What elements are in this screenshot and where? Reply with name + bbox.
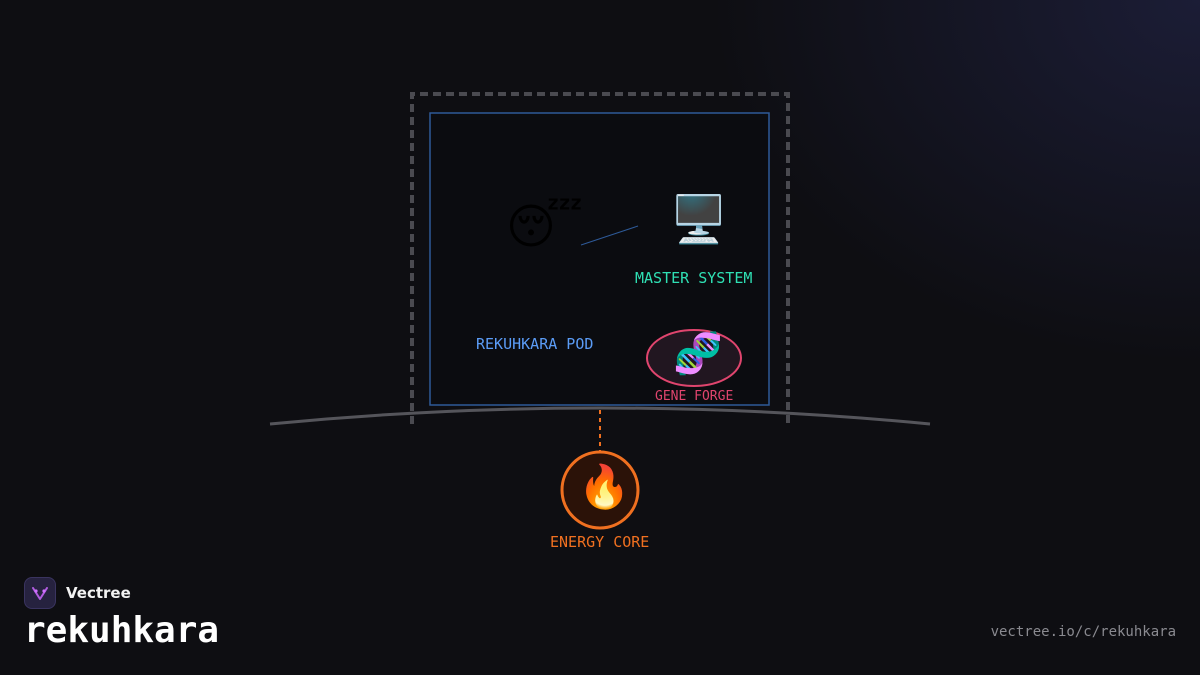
fire-icon: 🔥 [578,462,631,511]
brand-name: Vectree [66,584,131,602]
energy-core-label: ENERGY CORE [550,533,650,551]
channel-title: rekuhkara [24,610,220,651]
rekuhkara-pod-label: REKUHKARA POD [476,335,594,353]
dna-icon: 🧬 [673,331,723,377]
vectree-logo-icon[interactable] [24,577,56,609]
channel-url[interactable]: vectree.io/c/rekuhkara [990,624,1176,640]
desktop-computer-icon[interactable]: 🖥️ [670,192,728,246]
master-system-label: MASTER SYSTEM [635,269,753,287]
energy-core-node[interactable] [560,450,640,530]
sleeping-face-icon[interactable]: 😴 [506,199,583,255]
brand-block: Vectree [24,577,131,609]
pod-master-link [580,225,639,246]
gene-forge-node[interactable] [646,329,742,387]
outer-frame [410,92,790,424]
ground-curve [269,406,931,426]
gene-forge-label: GENE FORGE [655,389,734,404]
